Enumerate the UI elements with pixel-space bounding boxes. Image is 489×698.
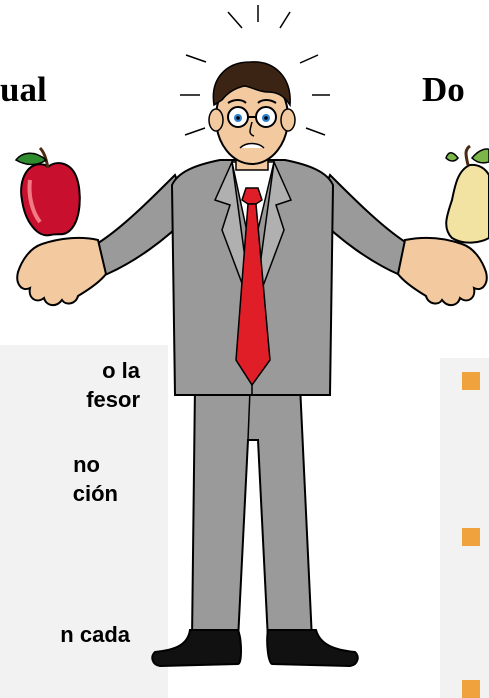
left-panel-line: o la <box>102 358 140 383</box>
pear-icon <box>445 144 489 244</box>
left-text-panel <box>0 345 168 698</box>
head <box>208 61 296 165</box>
left-panel-line: fesor <box>86 387 140 412</box>
left-panel-line: n cada <box>60 622 130 647</box>
legs <box>190 384 314 641</box>
bullet-marker <box>462 372 480 390</box>
shoes <box>151 629 359 668</box>
stress-lines <box>180 5 330 136</box>
bullet-marker <box>462 528 480 546</box>
apple-icon <box>14 146 81 237</box>
left-panel-line: ción <box>72 481 118 506</box>
bullet-marker <box>462 680 480 698</box>
tie <box>235 187 271 387</box>
right-heading: Do <box>422 70 465 109</box>
left-panel-line: no <box>73 452 100 477</box>
hands <box>16 236 488 306</box>
left-heading: ual <box>0 70 47 109</box>
